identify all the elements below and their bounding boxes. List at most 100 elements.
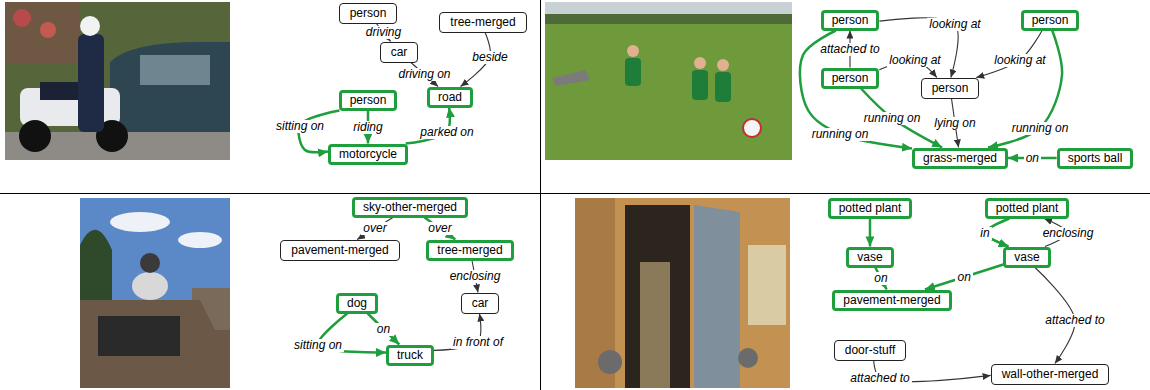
ball bbox=[743, 119, 761, 137]
child bbox=[692, 70, 708, 100]
relation-label: enclosing bbox=[1041, 227, 1096, 240]
object-node: person bbox=[921, 78, 980, 99]
node-label: person bbox=[1032, 13, 1069, 28]
relation-label: on bbox=[955, 271, 972, 284]
relation-label: beside bbox=[470, 51, 509, 64]
object-node: dog bbox=[336, 293, 378, 314]
relation-arrow bbox=[869, 219, 872, 247]
flower bbox=[13, 9, 31, 27]
photo-dog-scene bbox=[80, 198, 230, 388]
object-node: wall-other-merged bbox=[991, 364, 1110, 385]
relation-label: sitting on bbox=[274, 120, 326, 133]
relation-label: riding bbox=[351, 121, 384, 134]
door-panel bbox=[694, 205, 740, 388]
node-label: potted plant bbox=[996, 201, 1059, 216]
node-label: sky-other-merged bbox=[363, 200, 457, 215]
node-label: person bbox=[832, 13, 869, 28]
relation-label: over bbox=[361, 222, 388, 235]
relation-label: parked on bbox=[418, 126, 475, 139]
helmet bbox=[80, 16, 100, 36]
object-node: person bbox=[339, 90, 398, 111]
child bbox=[715, 72, 731, 102]
truck-window bbox=[98, 316, 180, 356]
pot bbox=[738, 348, 758, 368]
node-label: person bbox=[350, 6, 387, 21]
relation-label: looking at bbox=[992, 54, 1047, 67]
relation-label: sitting on bbox=[292, 339, 344, 352]
node-label: person bbox=[832, 71, 869, 86]
object-node: tree-merged bbox=[439, 12, 526, 33]
object-node: vase bbox=[1003, 247, 1050, 268]
object-node: person bbox=[821, 68, 880, 89]
node-label: pavement-merged bbox=[843, 293, 940, 308]
node-label: person bbox=[932, 81, 969, 96]
relation-label: driving bbox=[364, 26, 403, 39]
object-node: potted plant bbox=[985, 198, 1070, 219]
car-shape bbox=[110, 42, 230, 140]
node-label: pavement-merged bbox=[291, 243, 388, 258]
relation-label: enclosing bbox=[448, 270, 503, 283]
node-label: wall-other-merged bbox=[1002, 367, 1099, 382]
object-node: tree-merged bbox=[426, 240, 513, 261]
doorway bbox=[625, 205, 690, 388]
object-node: door-stuff bbox=[834, 340, 906, 361]
relation-label: driving on bbox=[396, 68, 452, 81]
relation-label: running on bbox=[1010, 122, 1071, 135]
wall-shape bbox=[575, 198, 790, 388]
panel-divider bbox=[540, 0, 541, 390]
object-node: person bbox=[1021, 10, 1080, 31]
node-label: road bbox=[438, 90, 462, 105]
relation-arrow bbox=[357, 218, 393, 240]
grass-shape bbox=[545, 2, 792, 160]
object-node: pavement-merged bbox=[832, 290, 951, 311]
node-label: tree-merged bbox=[437, 243, 502, 258]
object-node: person bbox=[339, 3, 398, 24]
relation-label: on bbox=[375, 323, 392, 336]
relation-label: attached to bbox=[848, 372, 911, 385]
node-label: dog bbox=[347, 296, 367, 311]
object-node: potted plant bbox=[828, 198, 913, 219]
relation-label: over bbox=[426, 222, 453, 235]
relation-arrow bbox=[925, 265, 1003, 290]
relation-label: attached to bbox=[1043, 314, 1106, 327]
node-label: potted plant bbox=[839, 201, 902, 216]
node-label: vase bbox=[857, 250, 882, 265]
node-label: motorcycle bbox=[339, 147, 397, 162]
relation-arrow bbox=[368, 314, 400, 345]
object-node: road bbox=[427, 87, 473, 108]
object-node: motorcycle bbox=[328, 144, 408, 165]
photo-door-scene bbox=[575, 198, 790, 388]
object-node: sports ball bbox=[1057, 148, 1134, 169]
node-label: truck bbox=[397, 348, 423, 363]
relation-label: running on bbox=[810, 128, 871, 141]
relation-label: on bbox=[872, 272, 889, 285]
relation-label: in front of bbox=[451, 336, 505, 349]
relation-label: attached to bbox=[818, 43, 881, 56]
object-node: person bbox=[821, 10, 880, 31]
car-window bbox=[140, 55, 210, 85]
object-node: sky-other-merged bbox=[352, 197, 468, 218]
tree-line bbox=[545, 14, 792, 24]
wheel bbox=[19, 120, 51, 152]
node-label: car bbox=[391, 45, 408, 60]
photo-ground bbox=[5, 2, 230, 160]
dog-head bbox=[140, 253, 160, 273]
relation-label: looking at bbox=[927, 18, 982, 31]
child bbox=[625, 58, 641, 86]
object-node: car bbox=[461, 293, 500, 314]
relation-label: on bbox=[1024, 152, 1041, 165]
panel-divider bbox=[0, 193, 1150, 194]
relation-label: lying on bbox=[932, 117, 977, 130]
plaque bbox=[748, 245, 786, 325]
node-label: grass-merged bbox=[923, 151, 997, 166]
sky-strip bbox=[545, 2, 792, 15]
photo-motorcycle-scene bbox=[5, 2, 230, 160]
relation-arrow bbox=[800, 31, 912, 149]
node-label: sports ball bbox=[1068, 151, 1123, 166]
bush bbox=[5, 2, 80, 64]
child-head bbox=[717, 59, 729, 71]
cloud bbox=[178, 232, 222, 248]
